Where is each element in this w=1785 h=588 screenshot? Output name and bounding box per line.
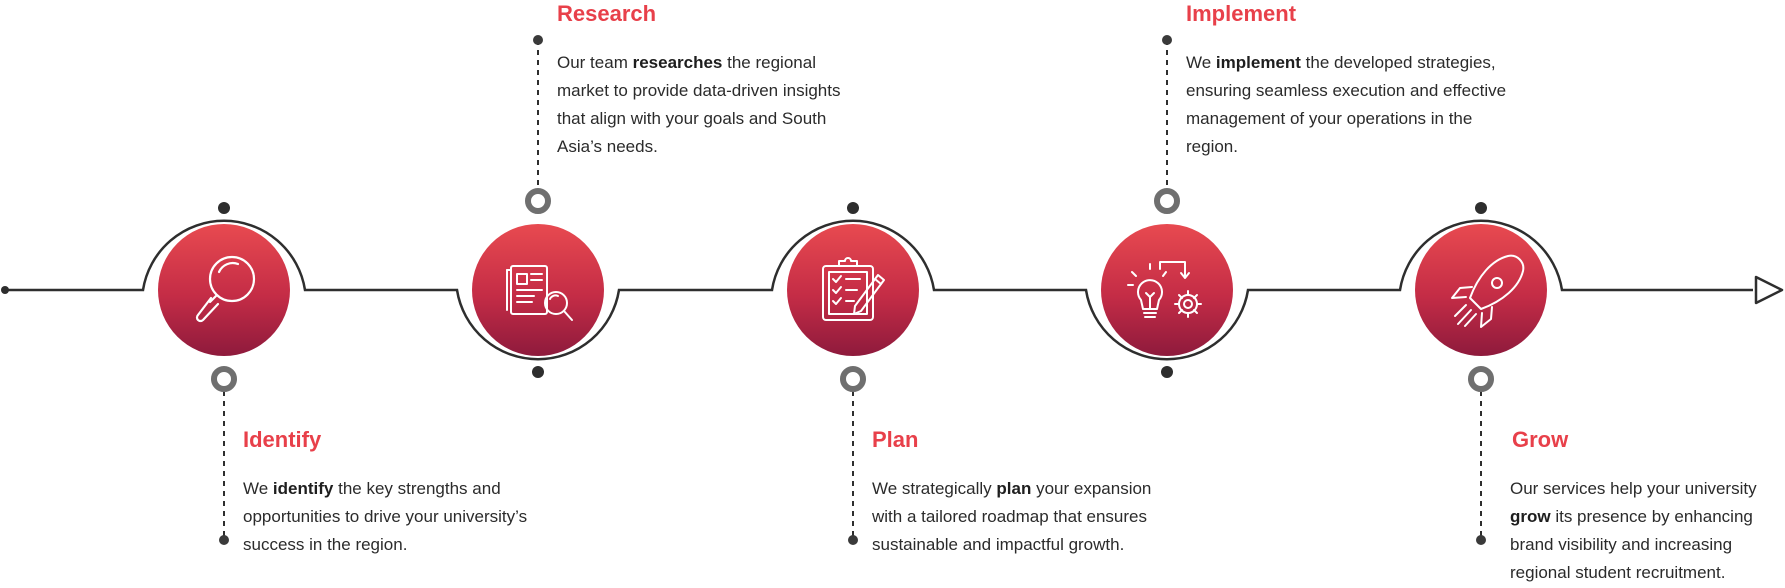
step-title: Plan <box>872 427 919 452</box>
step-research: Research Our team researches the regiona… <box>557 1 857 161</box>
step-circle-grow <box>1415 224 1547 356</box>
magnifier-icon <box>195 255 256 323</box>
step-title: Identify <box>243 427 322 452</box>
step-identify: Identify We identify the key strengths a… <box>243 427 543 559</box>
connector-end-dot <box>533 35 543 45</box>
step-title: Research <box>557 1 657 26</box>
step-description: Our team researches the regional market … <box>557 53 841 156</box>
step-circle-identify <box>158 224 290 356</box>
step-description: Our services help your university grow i… <box>1510 479 1757 582</box>
step-implement: Implement We implement the developed str… <box>1186 1 1526 161</box>
connector-end-dot <box>1476 535 1486 545</box>
timeline-arrowhead <box>1754 275 1784 305</box>
arc-dot <box>1161 366 1173 378</box>
step-title: Implement <box>1186 1 1297 26</box>
connector-end-dot <box>219 535 229 545</box>
ring-node <box>1468 366 1494 392</box>
step-description: We strategically plan your expansion wit… <box>872 479 1152 554</box>
connector-end-dot <box>1162 35 1172 45</box>
arc-dot <box>1475 202 1487 214</box>
ring-node <box>211 366 237 392</box>
timeline-start-dot <box>1 286 9 294</box>
ring-node <box>525 188 551 214</box>
lightbulb-gear-icon <box>1127 261 1202 318</box>
documents-search-icon <box>506 265 573 321</box>
ring-node <box>840 366 866 392</box>
step-grow: Grow Our services help your university g… <box>1510 427 1782 587</box>
arc-dot <box>847 202 859 214</box>
step-plan: Plan We strategically plan your expansio… <box>872 427 1182 559</box>
arc-dot <box>532 366 544 378</box>
step-description: We implement the developed strategies, e… <box>1186 53 1507 156</box>
connector-end-dot <box>848 535 858 545</box>
step-circle-implement <box>1101 224 1233 356</box>
ring-node <box>1154 188 1180 214</box>
rocket-icon <box>1451 254 1525 328</box>
clipboard-checklist-icon <box>822 257 885 321</box>
timeline-line <box>5 219 1753 361</box>
step-title: Grow <box>1512 427 1569 452</box>
step-description: We identify the key strengths and opport… <box>243 479 528 554</box>
arc-dot <box>218 202 230 214</box>
